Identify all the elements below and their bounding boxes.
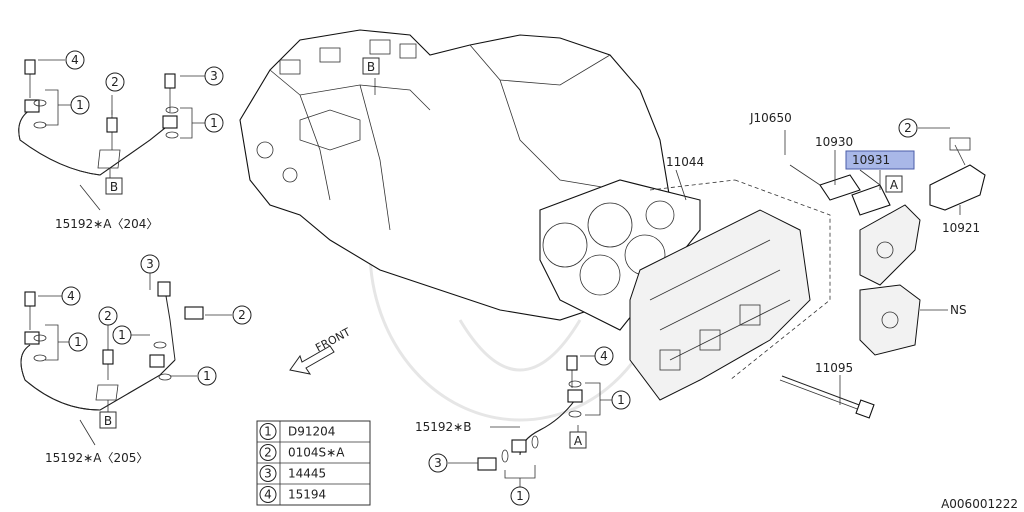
callout-2-right[interactable]: 2	[898, 118, 918, 138]
svg-text:4: 4	[67, 289, 75, 303]
svg-text:4: 4	[600, 349, 608, 363]
callout-1-top-left[interactable]: 1	[70, 95, 90, 115]
callout-2-mid-right[interactable]: 2	[232, 305, 252, 325]
ref-a-bottom[interactable]: A	[569, 431, 587, 449]
cam-carrier-assembly	[859, 137, 986, 356]
part-j10650[interactable]: J10650	[749, 111, 792, 125]
legend-code[interactable]: 15194	[288, 488, 326, 502]
oil-pipe-b	[477, 355, 583, 471]
svg-text:A: A	[574, 434, 583, 448]
legend-code[interactable]: D91204	[288, 425, 335, 439]
svg-text:2: 2	[238, 308, 246, 322]
part-10931: 10931	[852, 153, 890, 167]
legend-code[interactable]: 14445	[288, 467, 326, 481]
svg-text:2: 2	[104, 309, 112, 323]
callout-3-mid[interactable]: 3	[140, 254, 160, 274]
front-arrow: FRONT	[289, 325, 353, 375]
svg-text:2: 2	[904, 121, 912, 135]
legend-num-circle	[259, 465, 277, 482]
svg-text:3: 3	[210, 69, 218, 83]
leader-lines	[38, 59, 961, 488]
callout-2-top[interactable]: 2	[105, 72, 125, 92]
part-11044[interactable]: 11044	[666, 155, 704, 169]
svg-text:1: 1	[76, 98, 84, 112]
callout-2-mid-left[interactable]: 2	[98, 306, 118, 326]
callout-1-top-right[interactable]: 1	[204, 113, 224, 133]
part-11095[interactable]: 11095	[815, 361, 853, 375]
svg-text:A: A	[890, 178, 899, 192]
callout-4-mid[interactable]: 4	[61, 286, 81, 306]
svg-text:2: 2	[111, 75, 119, 89]
part-10921[interactable]: 10921	[942, 221, 980, 235]
legend-num: 1	[264, 425, 272, 439]
legend-num-circle	[259, 486, 277, 503]
legend-code[interactable]: 0104S∗A	[288, 446, 345, 460]
callout-1-mid-bottom[interactable]: 1	[197, 366, 217, 386]
legend-num-circle	[259, 444, 277, 461]
ref-a-right[interactable]: A	[885, 175, 903, 193]
svg-text:4: 4	[71, 53, 79, 67]
part-10931-highlight[interactable]: 10931	[845, 150, 915, 170]
catalog-id: A006001222	[941, 497, 1018, 511]
legend-num: 3	[264, 467, 272, 481]
part-15192b[interactable]: 15192∗B	[415, 420, 471, 434]
callout-1-bottom-right[interactable]: 1	[611, 390, 631, 410]
oil-pipe-205	[20, 281, 204, 411]
svg-text:1: 1	[516, 489, 524, 503]
ref-b-mid[interactable]: B	[99, 411, 117, 429]
part-15192a-205[interactable]: 15192∗A〈205〉	[45, 451, 148, 465]
head-bolt	[779, 375, 875, 419]
svg-text:3: 3	[434, 456, 442, 470]
svg-text:B: B	[367, 60, 375, 74]
svg-text:1: 1	[74, 335, 82, 349]
ref-b-top[interactable]: B	[105, 177, 123, 195]
legend-num: 4	[264, 488, 272, 502]
callout-3-bottom[interactable]: 3	[428, 453, 448, 473]
part-ns[interactable]: NS	[950, 303, 967, 317]
legend-table: 1 D91204 2 0104S∗A 3 14445 4 15194	[256, 420, 371, 506]
callout-4-top[interactable]: 4	[65, 50, 85, 70]
part-10930[interactable]: 10930	[815, 135, 853, 149]
svg-text:1: 1	[118, 328, 126, 342]
callout-3-top[interactable]: 3	[204, 66, 224, 86]
callout-1-bottom[interactable]: 1	[510, 486, 530, 506]
svg-text:1: 1	[203, 369, 211, 383]
oil-pipe-204	[18, 59, 179, 176]
ref-b-engine[interactable]: B	[362, 57, 380, 75]
callout-4-bottom[interactable]: 4	[594, 346, 614, 366]
svg-text:B: B	[104, 414, 112, 428]
legend-num: 2	[264, 446, 272, 460]
svg-text:B: B	[110, 180, 118, 194]
legend-num-circle	[259, 423, 277, 440]
callout-1-mid-left[interactable]: 1	[68, 332, 88, 352]
part-15192a-204[interactable]: 15192∗A〈204〉	[55, 217, 158, 231]
svg-text:3: 3	[146, 257, 154, 271]
cylinder-head	[629, 179, 831, 401]
plate-assembly	[789, 164, 891, 216]
svg-text:1: 1	[617, 393, 625, 407]
svg-text:1: 1	[210, 116, 218, 130]
callout-1-mid-center[interactable]: 1	[112, 325, 132, 345]
